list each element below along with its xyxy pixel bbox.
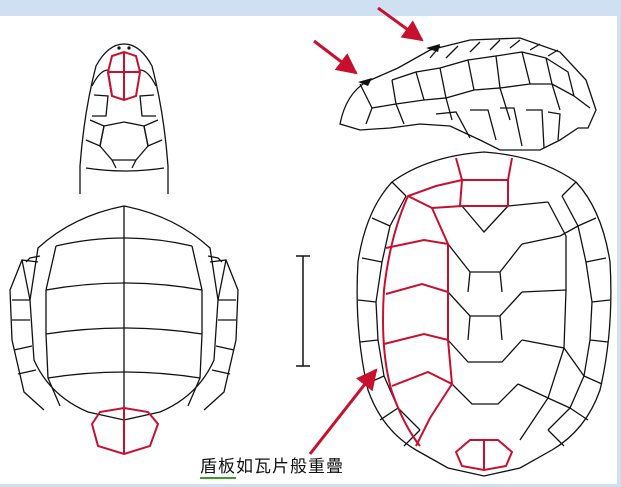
- caption-text: 盾板如瓦片般重疊: [200, 452, 344, 477]
- scale-bar: [296, 256, 310, 366]
- adult-shell-red-scutes: [383, 158, 512, 470]
- arrow-to-overlap: [310, 370, 376, 454]
- side-view-shell-drawing: [340, 38, 596, 150]
- hatchling-shell-drawing: [10, 206, 238, 420]
- side-view-dark-scales: [358, 44, 440, 86]
- arrows: [310, 8, 422, 454]
- hatchling-head-red-scales: [108, 52, 140, 100]
- caption-rest: 如瓦片般重疊: [236, 457, 344, 477]
- adult-shell-drawing: [357, 152, 611, 476]
- arrow-to-side-scale-2: [378, 8, 422, 40]
- arrow-to-side-scale-1: [314, 41, 356, 73]
- caption-underlined-term: 盾板: [200, 457, 236, 479]
